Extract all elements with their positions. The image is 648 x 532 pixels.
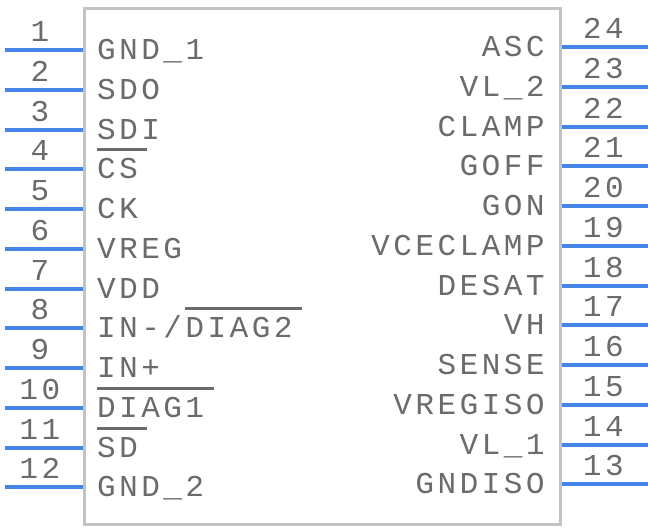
pin-number-3: 3 [30, 96, 53, 131]
pin-line-16 [562, 363, 648, 367]
pin-line-13 [562, 482, 648, 486]
pin-line-14 [562, 443, 648, 447]
pin-label-CLAMP: CLAMP [437, 112, 548, 145]
pin-line-7 [5, 287, 83, 291]
pin-label-VREGISO: VREGISO [393, 390, 548, 423]
pin-line-4 [5, 167, 83, 171]
pin-number-19: 19 [582, 212, 628, 247]
pin-label-SD: SD [97, 427, 148, 467]
pin-label-segment: IN-/ [97, 312, 186, 347]
pin-label-DESAT: DESAT [437, 271, 548, 304]
pin-line-18 [562, 284, 648, 288]
pin-number-8: 8 [30, 294, 53, 329]
pin-label-segment-overlined: CS [97, 148, 148, 188]
pin-label-CK: CK [97, 194, 141, 227]
pin-line-3 [5, 128, 83, 132]
pin-label-segment: DESAT [437, 270, 548, 305]
pin-line-21 [562, 164, 648, 168]
pin-label-CS: CS [97, 148, 148, 188]
pin-label-VDD: VDD [97, 274, 163, 307]
pin-label-segment: GNDISO [415, 468, 548, 503]
pin-label-segment: GOFF [459, 150, 548, 185]
pin-label-segment-overlined: DIAG1 [97, 387, 214, 427]
pin-label-segment: GND_1 [97, 34, 208, 69]
pin-line-19 [562, 244, 648, 248]
pin-line-22 [562, 125, 648, 129]
pin-number-24: 24 [582, 13, 628, 48]
pin-line-2 [5, 88, 83, 92]
pin-label-VH: VH [504, 310, 548, 343]
pin-label-VL_1: VL_1 [460, 430, 548, 463]
pin-number-20: 20 [582, 172, 628, 207]
pin-label-segment: VREG [97, 233, 186, 268]
pin-label-IN-/DIAG2: IN-/DIAG2 [97, 307, 302, 347]
pin-label-SDO: SDO [97, 75, 163, 108]
pin-label-segment: SDI [97, 114, 164, 149]
pin-line-11 [5, 446, 83, 450]
pin-label-segment: VCECLAMP [371, 230, 548, 265]
pin-label-segment: VL_2 [459, 71, 548, 106]
pin-number-4: 4 [30, 135, 53, 170]
pin-number-9: 9 [30, 334, 53, 369]
pin-label-SENSE: SENSE [437, 350, 548, 383]
pin-line-9 [5, 366, 83, 370]
pin-line-23 [562, 85, 648, 89]
pin-label-IN+: IN+ [97, 353, 163, 386]
pin-number-12: 12 [19, 453, 64, 488]
pin-label-segment: VH [503, 309, 548, 344]
pin-label-SDI: SDI [97, 115, 163, 148]
pin-label-segment: VDD [97, 273, 164, 308]
pin-label-GNDISO: GNDISO [415, 469, 548, 502]
pin-number-22: 22 [582, 93, 628, 128]
pin-label-segment-overlined: SD [97, 427, 148, 467]
pin-number-5: 5 [30, 175, 53, 210]
pin-line-15 [562, 403, 648, 407]
pin-label-segment: VREGISO [393, 389, 548, 424]
pin-number-1: 1 [30, 16, 53, 51]
pin-line-17 [562, 323, 648, 327]
pin-number-10: 10 [19, 374, 64, 409]
pin-number-2: 2 [30, 56, 53, 91]
pin-line-6 [5, 247, 83, 251]
pin-number-6: 6 [30, 215, 53, 250]
pin-label-segment: ASC [481, 31, 548, 66]
component-body [83, 7, 562, 526]
pin-number-17: 17 [582, 291, 628, 326]
pin-label-GOFF: GOFF [460, 151, 548, 184]
pin-label-GON: GON [482, 191, 548, 224]
pin-label-VCECLAMP: VCECLAMP [371, 231, 548, 264]
pin-line-1 [5, 48, 83, 52]
pin-label-VREG: VREG [97, 234, 185, 267]
pin-label-GND_1: GND_1 [97, 35, 208, 68]
pin-number-16: 16 [582, 331, 628, 366]
pin-line-20 [562, 204, 648, 208]
pin-label-GND_2: GND_2 [97, 472, 208, 505]
pin-number-11: 11 [19, 414, 64, 449]
pin-label-segment: GND_2 [97, 471, 208, 506]
pin-line-12 [5, 485, 83, 489]
pin-line-8 [5, 326, 83, 330]
pin-line-10 [5, 406, 83, 410]
pin-label-ASC: ASC [482, 32, 548, 65]
pin-number-14: 14 [582, 411, 628, 446]
pin-label-segment: SENSE [437, 349, 548, 384]
pin-label-segment-overlined: DIAG2 [185, 307, 302, 347]
pin-number-13: 13 [582, 450, 628, 485]
pin-label-segment: VL_1 [459, 429, 548, 464]
pin-number-7: 7 [30, 255, 53, 290]
pin-number-21: 21 [582, 132, 628, 167]
pin-line-24 [562, 45, 648, 49]
pin-label-segment: CLAMP [437, 111, 548, 146]
pin-number-23: 23 [582, 53, 628, 88]
pin-number-18: 18 [582, 252, 628, 287]
pin-label-VL_2: VL_2 [460, 72, 548, 105]
pin-label-segment: SDO [97, 74, 164, 109]
pin-number-15: 15 [582, 371, 628, 406]
pin-line-5 [5, 207, 83, 211]
pin-label-DIAG1: DIAG1 [97, 387, 214, 427]
pin-label-segment: CK [97, 193, 142, 228]
pin-label-segment: GON [481, 190, 548, 225]
pin-label-segment: IN+ [97, 352, 164, 387]
